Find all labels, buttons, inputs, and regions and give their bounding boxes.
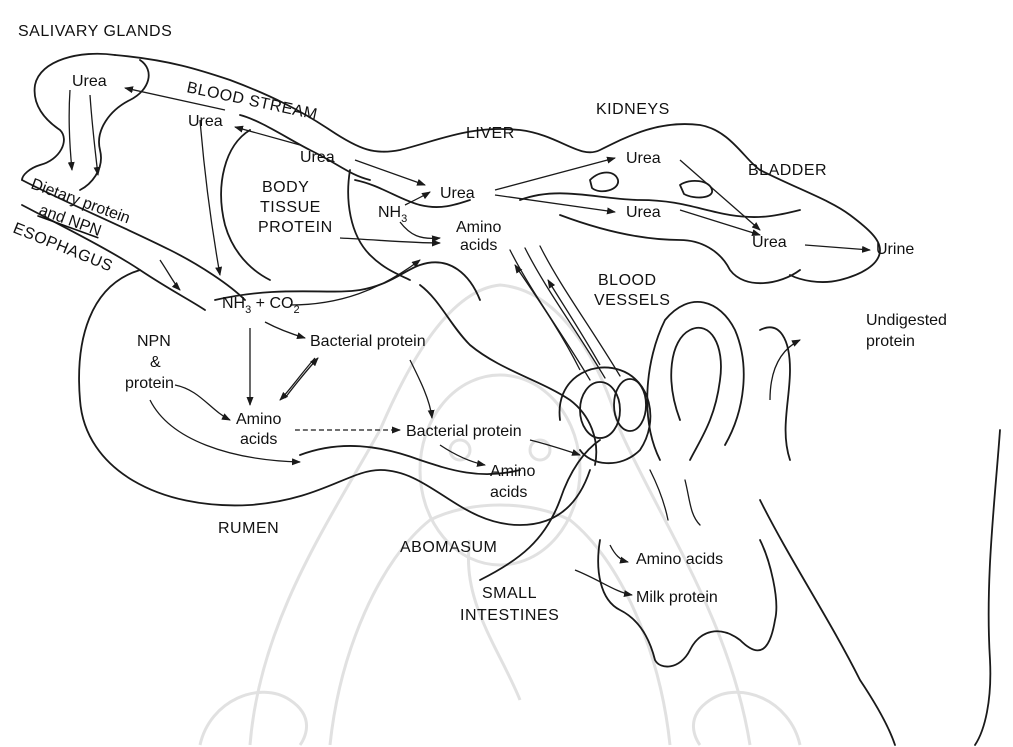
blood-vessel-line-2: [525, 248, 605, 378]
watermark-emblem: [200, 285, 800, 745]
mammary-loop-2: [647, 302, 743, 460]
label-undigested-1: Undigested: [866, 312, 947, 329]
label-urea-kidney-bottom: Urea: [626, 204, 661, 221]
label-amino-abomasum-1: Amino: [490, 463, 535, 480]
arrow-urea-liver-to-blood: [235, 127, 300, 145]
label-body-tissue-line1: BODY: [262, 179, 309, 196]
arrow-nh3-to-amino-liver: [290, 260, 420, 305]
arrow-bacterial-to-amino: [280, 358, 315, 400]
arrow-urea-blood-to-liver: [355, 160, 425, 185]
label-amino-abomasum-2: acids: [490, 484, 527, 501]
label-amino-udder: Amino acids: [636, 551, 723, 568]
label-amino-rumen-2: acids: [240, 431, 277, 448]
arrow-bacterial-to-amino-abomasum: [440, 445, 485, 465]
mammary-loop-1: [671, 328, 721, 460]
label-amino-liver-2: acids: [460, 237, 497, 254]
flank-outline: [760, 327, 790, 460]
label-milk-protein: Milk protein: [636, 589, 718, 606]
arrow-nh3-to-bacterial: [265, 322, 305, 338]
arrow-amino-to-blood-vessels: [530, 440, 580, 455]
label-bacterial-protein-1: Bacterial protein: [310, 333, 426, 350]
label-blood-vessels-2: VESSELS: [594, 292, 670, 309]
arrow-amino-to-bacterial: [285, 358, 318, 398]
blood-vessel-line-3: [540, 246, 620, 376]
abomasum-inner: [300, 446, 520, 474]
arrow-to-amino-udder: [610, 545, 628, 562]
arrow-urea-to-urine: [805, 245, 870, 250]
label-body-tissue-line3: PROTEIN: [258, 219, 333, 236]
label-urea-blood-2: Urea: [300, 149, 335, 166]
label-salivary-glands: SALIVARY GLANDS: [18, 23, 172, 40]
label-nh3-liver: NH3: [378, 204, 407, 225]
arrow-npn-to-abomasum: [150, 400, 300, 462]
blood-vessel-line-1: [510, 250, 590, 380]
arrow-undigested-out: [770, 340, 800, 400]
arrow-npn-to-amino: [175, 385, 230, 420]
label-body-tissue-line2: TISSUE: [260, 199, 321, 216]
leg-outline-2: [975, 430, 1000, 745]
label-npn-3: protein: [125, 375, 174, 392]
label-urea-kidney-top: Urea: [626, 150, 661, 167]
label-urea-blood-1: Urea: [188, 113, 223, 130]
arrow-urea-into-rumen: [200, 120, 220, 275]
arrow-vessels-up-2: [548, 280, 600, 365]
arrow-vessels-up-1: [515, 265, 580, 370]
kidney-loop-1: [590, 173, 618, 192]
label-kidneys: KIDNEYS: [596, 101, 670, 118]
label-npn-2: &: [150, 354, 161, 371]
label-urea-liver: Urea: [440, 185, 475, 202]
intestine-branch-2: [685, 480, 700, 525]
label-liver: LIVER: [466, 125, 515, 142]
label-small-intestines-1: SMALL: [482, 585, 537, 602]
label-bacterial-protein-2: Bacterial protein: [406, 423, 522, 440]
arrow-nh3-to-urea: [405, 192, 430, 205]
arrow-saliva-down-2: [90, 95, 98, 175]
vessel-loop-outer: [560, 367, 651, 463]
label-urea-bladder: Urea: [752, 234, 787, 251]
arrow-saliva-down-1: [69, 90, 72, 170]
label-blood-vessels-1: BLOOD: [598, 272, 657, 289]
label-amino-rumen-1: Amino: [236, 411, 281, 428]
label-amino-liver-1: Amino: [456, 219, 501, 236]
label-urine: Urine: [876, 241, 914, 258]
label-urea-saliva: Urea: [72, 73, 107, 90]
label-nh3-co2: NH3 + CO2: [222, 295, 300, 316]
arrow-urea-liver-to-kidney-bottom: [495, 195, 615, 212]
bladder-outline: [760, 170, 880, 282]
liver-channel: [348, 170, 410, 280]
label-npn-1: NPN: [137, 333, 171, 350]
arrow-bacterial-down: [410, 360, 432, 418]
label-undigested-2: protein: [866, 333, 915, 350]
label-rumen: RUMEN: [218, 520, 279, 537]
label-small-intestines-2: INTESTINES: [460, 607, 559, 624]
arrow-body-tissue-to-amino: [340, 238, 440, 243]
label-bladder: BLADDER: [748, 162, 827, 179]
label-abomasum: ABOMASUM: [400, 539, 497, 556]
